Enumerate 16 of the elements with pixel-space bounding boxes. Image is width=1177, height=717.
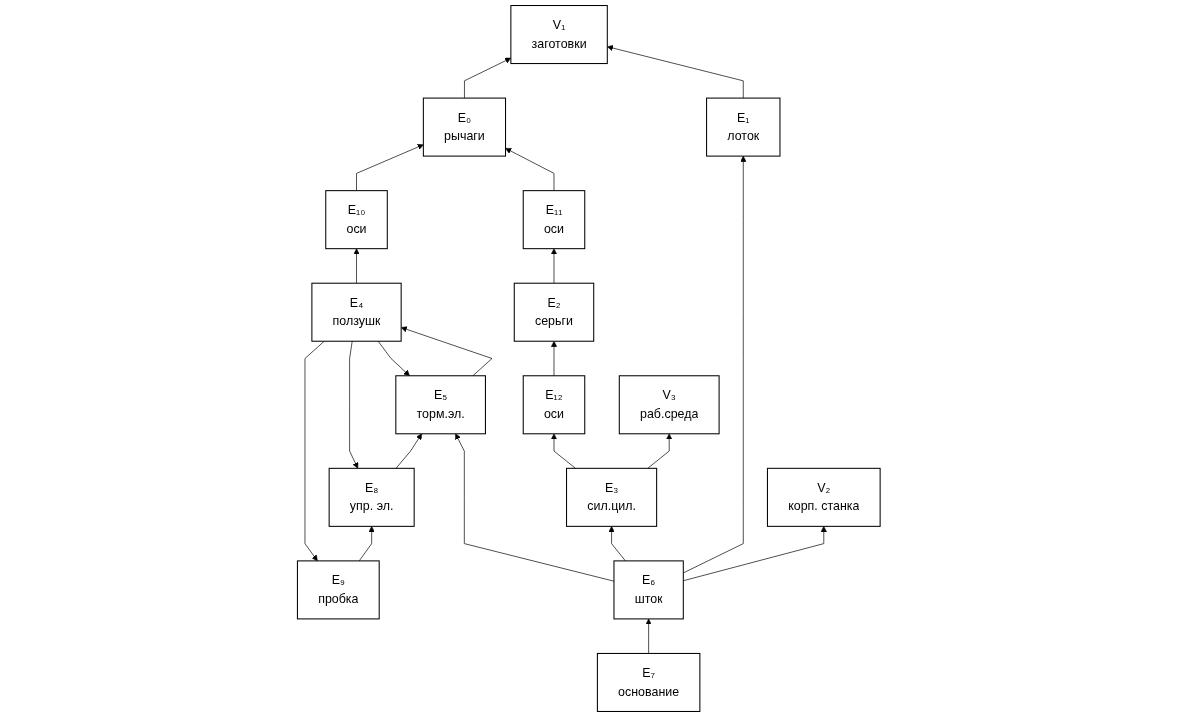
node-box: E₀ рычаги — [422, 97, 506, 157]
node-box: E₁₁ оси — [522, 190, 585, 250]
node-box: E₉ пробка — [296, 560, 380, 620]
node-box: E₁₀ оси — [324, 190, 388, 250]
node-box: V₂ корп. станка — [766, 467, 881, 527]
node-box: E₃ сил.цил. — [565, 467, 657, 527]
node-box: E₁₂ оси — [522, 375, 585, 435]
node-box: E₈ упр. эл. — [328, 467, 415, 527]
node-box: E₆ шток — [613, 560, 684, 620]
node-box: V₁ заготовки — [510, 5, 608, 65]
node-box: E₇ основание — [596, 652, 701, 712]
node-box: E₄ ползушк — [311, 282, 402, 342]
node-box: E₁ лоток — [705, 97, 781, 157]
node-box: E₂ серьги — [513, 282, 594, 342]
node-box: V₃ раб.среда — [618, 375, 720, 435]
node-box: E₅ торм.эл. — [395, 375, 486, 435]
